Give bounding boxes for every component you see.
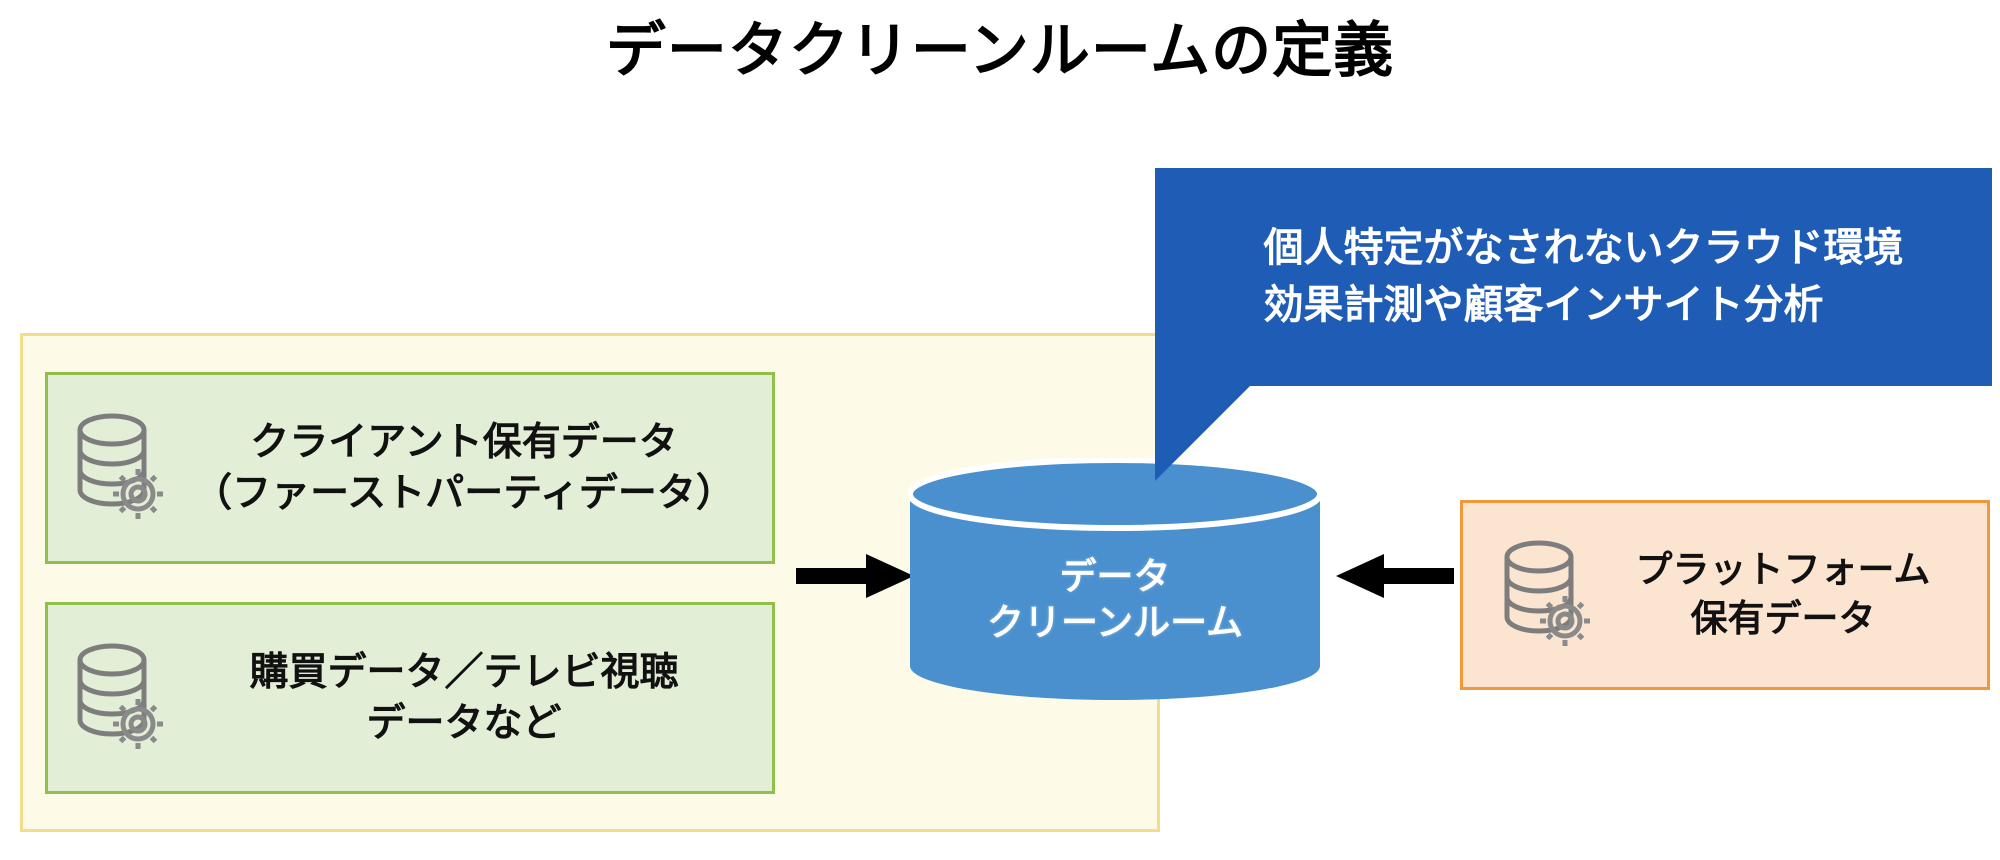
page-title: データクリーンルームの定義 xyxy=(605,17,1395,84)
source-box-client-data[interactable]: クライアント保有データ （ファーストパーティデータ） xyxy=(45,372,775,564)
callout-tail-triangle xyxy=(1155,385,1265,483)
source-box-purchase-data[interactable]: 購買データ／テレビ視聴 データなど xyxy=(45,602,775,794)
arrow-left-icon xyxy=(1324,546,1454,606)
callout-text: 個人特定がなされないクラウド環境 効果計測や顧客インサイト分析 xyxy=(1263,226,1904,327)
database-gear-icon xyxy=(72,410,164,527)
database-gear-icon xyxy=(72,640,164,757)
source-box-platform-label: プラットフォーム 保有データ xyxy=(1635,549,1931,639)
callout-blue-box[interactable]: 個人特定がなされないクラウド環境 効果計測や顧客インサイト分析 xyxy=(1155,168,1992,386)
source-box-client-label: クライアント保有データ （ファーストパーティデータ） xyxy=(193,420,735,515)
source-box-purchase-label: 購買データ／テレビ視聴 データなど xyxy=(249,650,679,745)
database-gear-icon xyxy=(1499,537,1591,654)
arrow-right-icon xyxy=(796,546,914,606)
data-cleanroom-cylinder[interactable]: データ クリーンルーム xyxy=(908,458,1322,704)
data-cleanroom-label: データ クリーンルーム xyxy=(986,556,1244,644)
source-box-platform-data[interactable]: プラットフォーム 保有データ xyxy=(1460,500,1990,690)
